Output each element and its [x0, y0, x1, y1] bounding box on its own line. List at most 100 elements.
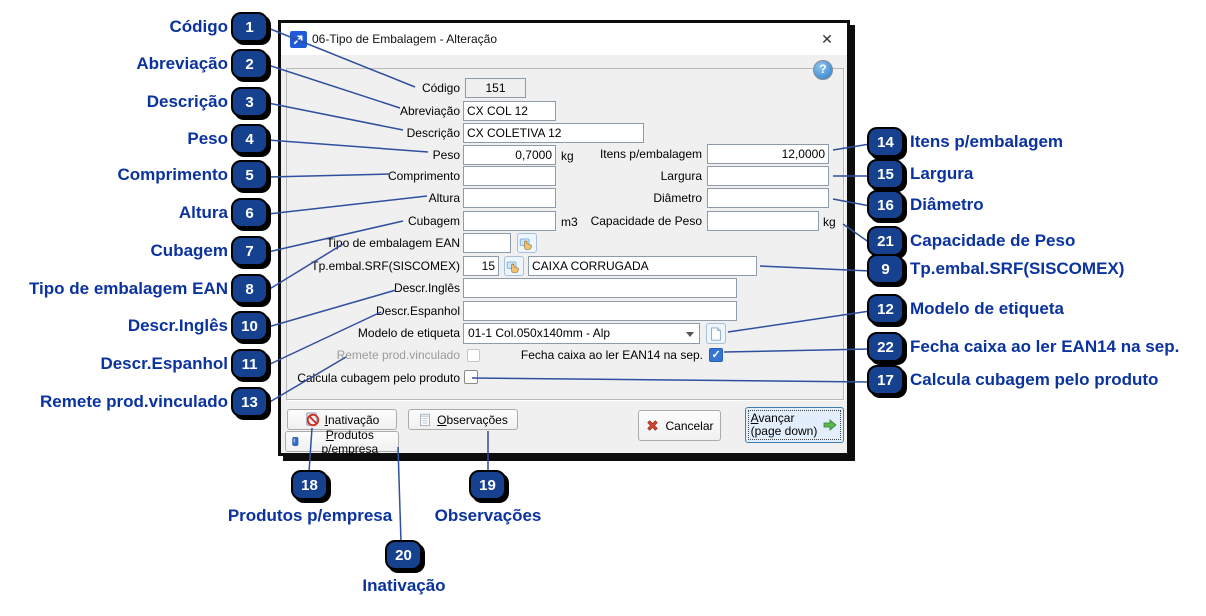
document-icon [711, 326, 721, 341]
callout-label-codigo: Código [169, 17, 228, 36]
callout-badge-2: 2 [231, 49, 268, 79]
dialog-titlebar[interactable]: 06-Tipo de Embalagem - Alteração ✕ [281, 23, 847, 55]
callout-label-descr-espanhol: Descr.Espanhol [100, 354, 228, 373]
callout-badge-1: 1 [231, 12, 268, 42]
peso-label: Peso [432, 148, 460, 162]
callout-badge-8: 8 [231, 274, 268, 304]
produtos-empresa-button[interactable]: Produtos p/empresa [285, 428, 399, 456]
descr-espanhol-label: Descr.Espanhol [375, 304, 460, 318]
callout-label-produtos-empresa: Produtos p/empresa [227, 506, 393, 525]
capacidade-peso-unit: kg [823, 215, 836, 229]
callout-badge-11: 11 [231, 349, 268, 379]
itens-embalagem-input[interactable] [707, 144, 829, 164]
callout-label-itens-embalagem: Itens p/embalagem [910, 132, 1064, 151]
advance-button[interactable]: Avançar (page down) [745, 407, 844, 443]
cubagem-label: Cubagem [407, 214, 460, 228]
codigo-label: Código [421, 81, 460, 95]
observacoes-button-label: Observações [437, 412, 508, 427]
callout-label-remete-prod-vinculado: Remete prod.vinculado [40, 392, 228, 411]
itens-embalagem-label: Itens p/embalagem [599, 147, 702, 161]
chevron-down-icon [686, 332, 694, 337]
product-box-icon [292, 437, 299, 446]
callout-badge-7: 7 [231, 236, 268, 266]
callout-label-calcula-cubagem: Calcula cubagem pelo produto [910, 370, 1159, 389]
callout-badge-9: 9 [867, 254, 904, 284]
peso-input[interactable] [463, 145, 556, 165]
diametro-label: Diâmetro [653, 191, 702, 205]
comprimento-input[interactable] [463, 166, 556, 186]
callout-badge-13: 13 [231, 387, 268, 417]
callout-badge-10: 10 [231, 311, 268, 341]
descr-espanhol-input[interactable] [463, 301, 737, 321]
callout-label-peso: Peso [187, 129, 228, 148]
fecha-caixa-checkbox[interactable] [709, 348, 723, 362]
modelo-etiqueta-select[interactable]: 01-1 Col.050x140mm - Alp [463, 323, 700, 344]
callout-badge-20: 20 [385, 540, 422, 570]
comprimento-label: Comprimento [387, 169, 460, 183]
observacoes-button[interactable]: Observações [408, 409, 518, 430]
callout-label-tipo-embalagem-ean: Tipo de embalagem EAN [28, 279, 228, 298]
callout-label-abreviacao: Abreviação [136, 54, 228, 73]
largura-input[interactable] [707, 166, 829, 186]
tp-embal-srf-label: Tp.embal.SRF(SISCOMEX) [311, 259, 460, 273]
etiqueta-preview-button[interactable] [706, 323, 726, 344]
altura-input[interactable] [463, 188, 556, 208]
callout-label-descr-ingles: Descr.Inglês [127, 316, 228, 335]
callout-badge-14: 14 [867, 127, 904, 157]
cubagem-input[interactable] [463, 211, 556, 231]
callout-label-largura: Largura [910, 164, 974, 183]
callout-badge-6: 6 [231, 198, 268, 228]
callout-label-modelo-etiqueta: Modelo de etiqueta [910, 299, 1064, 318]
help-icon[interactable]: ? [813, 60, 833, 80]
abreviacao-input[interactable] [463, 101, 556, 121]
diametro-input[interactable] [707, 188, 829, 208]
callout-badge-5: 5 [231, 160, 268, 190]
cancel-button[interactable]: Cancelar [638, 410, 721, 441]
app-icon [290, 31, 307, 48]
descricao-input[interactable] [463, 123, 644, 143]
callout-label-inativacao: Inativação [362, 576, 446, 595]
dialog-title: 06-Tipo de Embalagem - Alteração [312, 32, 497, 46]
descr-ingles-input[interactable] [463, 278, 737, 298]
notepad-icon [420, 413, 430, 427]
callout-label-comprimento: Comprimento [117, 165, 229, 184]
modelo-etiqueta-label: Modelo de etiqueta [357, 326, 460, 340]
tp-embal-srf-descricao: CAIXA CORRUGADA [528, 256, 757, 276]
green-arrow-icon [823, 419, 837, 431]
callout-badge-18: 18 [291, 470, 328, 500]
callout-label-diametro: Diâmetro [910, 195, 984, 214]
calcula-cubagem-label: Calcula cubagem pelo produto [297, 371, 460, 385]
callout-badge-15: 15 [867, 159, 904, 189]
inativacao-button[interactable]: Inativação [287, 409, 397, 430]
callout-label-tp-embal-srf: Tp.embal.SRF(SISCOMEX) [910, 259, 1125, 278]
cubagem-unit: m3 [561, 215, 578, 229]
descricao-label: Descrição [406, 126, 460, 140]
peso-unit: kg [561, 149, 574, 163]
srf-lookup-button[interactable] [504, 256, 524, 276]
inativacao-button-label: Inativação [324, 412, 380, 427]
advance-button-label: Avançar (page down) [750, 411, 818, 438]
callout-label-observacoes: Observações [434, 506, 542, 525]
red-x-icon [647, 420, 659, 431]
tp-embal-srf-code-input[interactable] [463, 256, 499, 276]
produtos-empresa-button-label: Produtos p/empresa [321, 427, 379, 456]
remete-prod-vinculado-label: Remete prod.vinculado [336, 348, 460, 362]
codigo-value: 151 [465, 78, 526, 98]
ean-lookup-button[interactable] [517, 233, 537, 253]
close-icon[interactable]: ✕ [821, 31, 833, 47]
callout-badge-12: 12 [867, 294, 904, 324]
cancel-button-label: Cancelar [665, 418, 714, 433]
hand-lookup-icon [519, 238, 532, 250]
capacidade-peso-input[interactable] [707, 211, 819, 231]
callout-badge-3: 3 [231, 87, 268, 117]
abreviacao-label: Abreviação [399, 104, 460, 118]
modelo-etiqueta-value: 01-1 Col.050x140mm - Alp [468, 326, 611, 340]
dialog-tipo-embalagem: 06-Tipo de Embalagem - Alteração ✕ ? Cód… [278, 20, 850, 456]
callout-label-capacidade-peso: Capacidade de Peso [910, 231, 1076, 250]
calcula-cubagem-checkbox[interactable] [464, 370, 478, 384]
tipo-embalagem-ean-input[interactable] [463, 233, 511, 253]
descr-ingles-label: Descr.Inglês [393, 281, 460, 295]
callout-badge-16: 16 [867, 190, 904, 220]
capacidade-peso-label: Capacidade de Peso [590, 214, 702, 228]
